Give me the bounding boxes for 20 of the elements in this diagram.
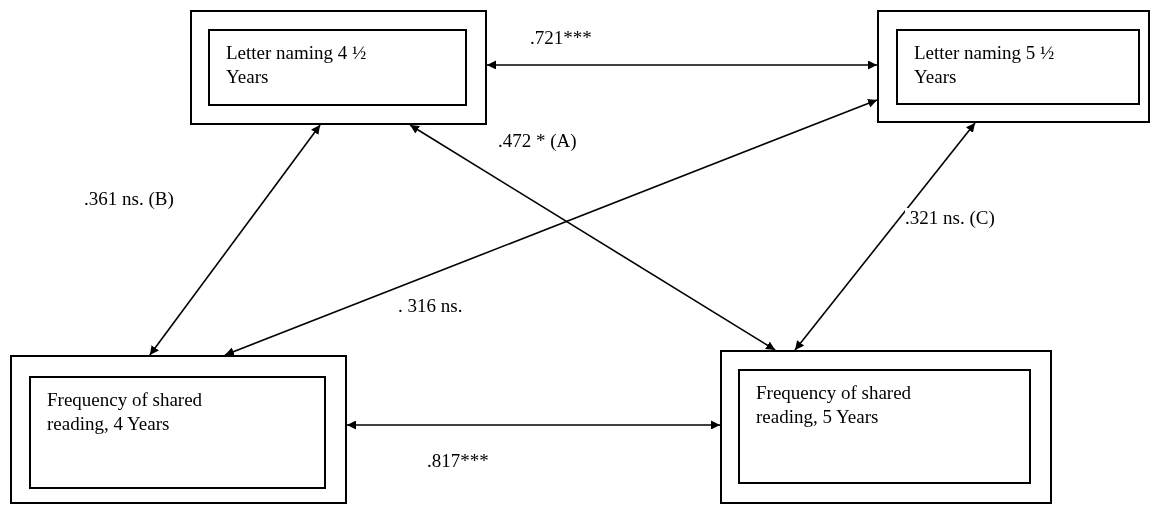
double-headed-arrow xyxy=(486,60,878,70)
edge-label: .817*** xyxy=(427,451,489,470)
edge-label: .472 * (A) xyxy=(498,131,577,150)
process-box xyxy=(10,355,347,504)
box-label: Frequency of shared reading, 5 Years xyxy=(756,381,913,429)
box-label: Letter naming 4 ½ Years xyxy=(226,41,368,89)
edge-label: . 316 ns. xyxy=(398,296,463,315)
edge-label: .361 ns. (B) xyxy=(84,189,174,208)
edge-label: .321 ns. (C) xyxy=(905,208,995,227)
process-box xyxy=(720,350,1052,504)
box-label: Frequency of shared reading, 4 Years xyxy=(47,388,204,436)
double-headed-arrow xyxy=(346,420,721,430)
double-headed-arrow xyxy=(409,124,776,351)
box-label: Letter naming 5 ½ Years xyxy=(914,41,1056,89)
double-headed-arrow xyxy=(224,99,878,356)
process-box xyxy=(877,10,1150,123)
double-headed-arrow xyxy=(794,122,976,351)
edge-label: .721*** xyxy=(530,28,592,47)
process-box xyxy=(190,10,487,125)
double-headed-arrow xyxy=(149,124,321,356)
